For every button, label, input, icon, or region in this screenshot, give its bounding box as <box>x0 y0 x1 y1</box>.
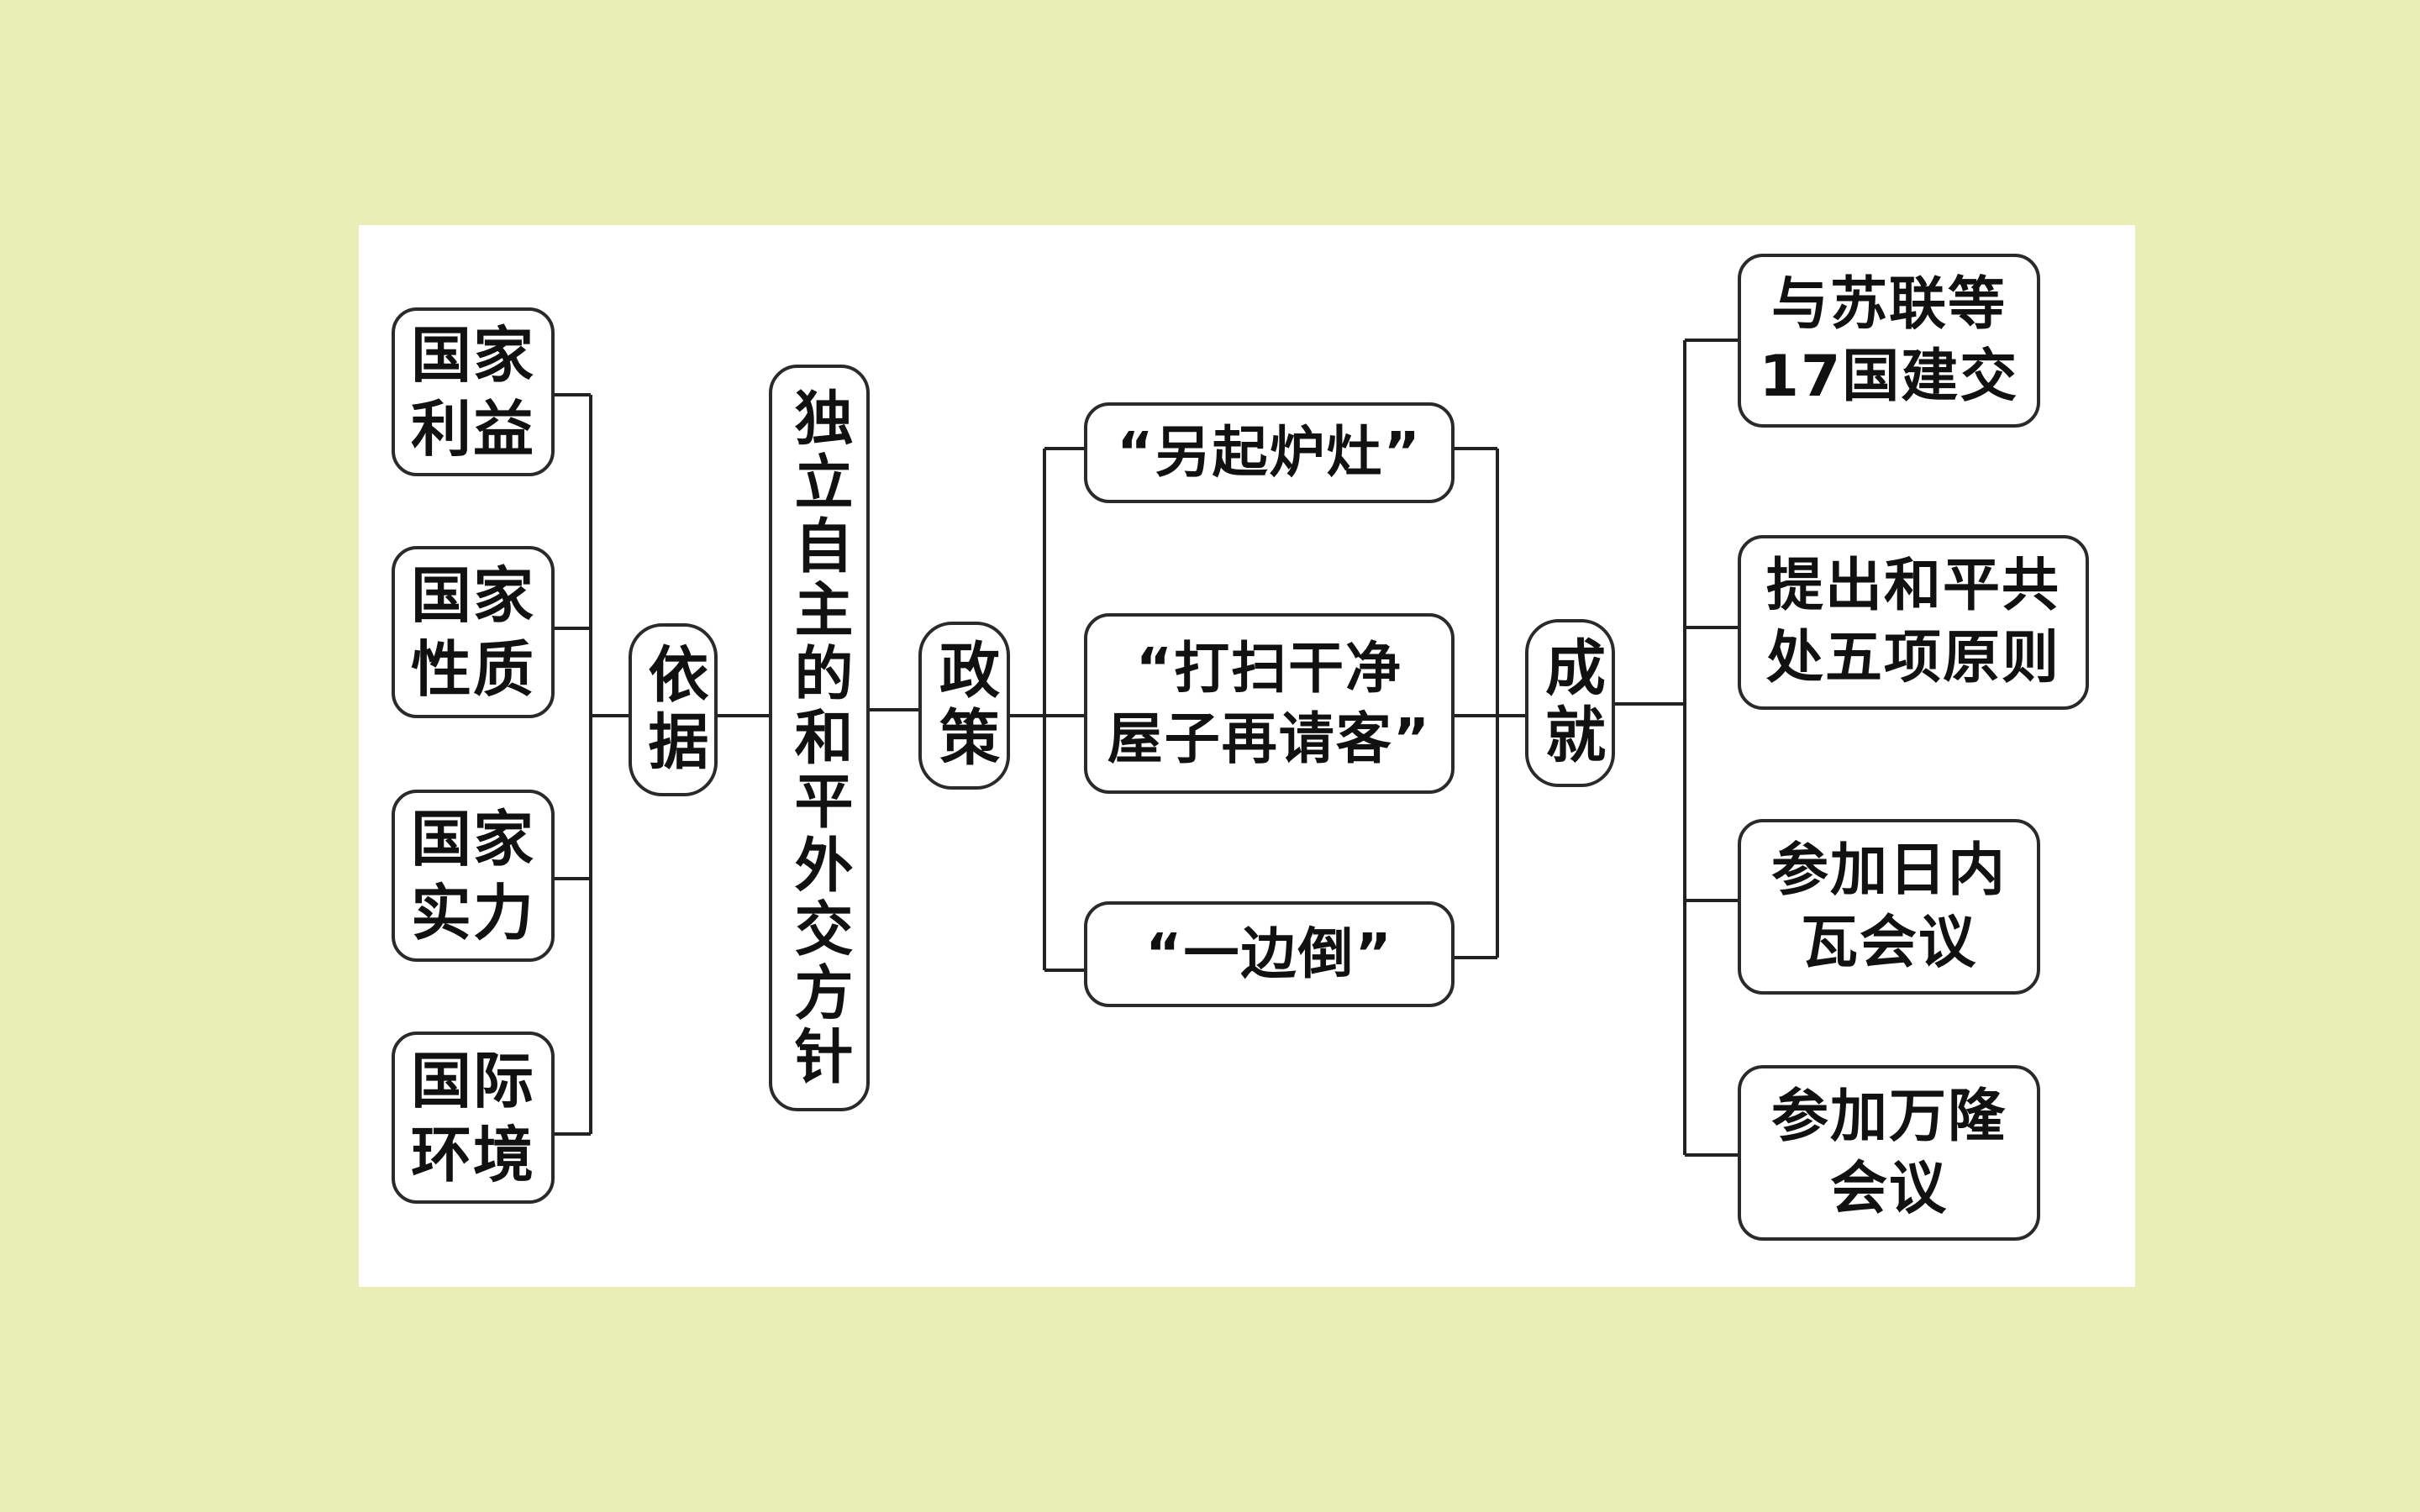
factor-4-line2: 环境 <box>410 1119 535 1190</box>
factor-box-international-environment: 国际环境 <box>392 1032 555 1204</box>
factor-box-national-interest: 国家利益 <box>392 307 555 476</box>
achievement-2-line2: 处五项原则 <box>1765 625 2060 691</box>
policy-label: 政策 <box>929 638 1000 773</box>
policy-2-line2: 屋子再请客” <box>1107 706 1432 771</box>
factor-3-line1: 国家 <box>410 803 535 874</box>
policy-box-clean-house: “打扫干净屋子再请客” <box>1084 613 1455 794</box>
policy-title: 独立自主的和平外交方针 <box>785 386 854 1089</box>
policy-box-new-start: “另起炉灶” <box>1084 402 1455 503</box>
basis-label: 依据 <box>638 643 708 777</box>
policy-3-line1: “一边倒” <box>1145 921 1393 986</box>
factor-box-national-nature: 国家性质 <box>392 546 555 718</box>
achievement-3-line1: 参加日内 <box>1770 837 2007 904</box>
achievement-1-line2: 17国建交 <box>1759 343 2019 410</box>
achievement-box-five-principles: 提出和平共处五项原则 <box>1738 535 2089 710</box>
policy-2-line1: “打扫干净 <box>1135 635 1403 701</box>
policy-1-line1: “另起炉灶” <box>1117 420 1422 485</box>
policy-label-box: 政策 <box>918 622 1010 790</box>
policy-title-box: 独立自主的和平外交方针 <box>769 365 870 1111</box>
achievement-4-line1: 参加万隆 <box>1770 1083 2007 1150</box>
factor-2-line2: 性质 <box>410 633 535 705</box>
factor-1-line1: 国家 <box>410 319 535 391</box>
factor-3-line2: 实力 <box>410 877 535 948</box>
basis-label-text: 依据 <box>638 643 708 777</box>
achievement-3-line2: 瓦会议 <box>1800 909 1977 976</box>
achievement-1-line1: 与苏联等 <box>1770 270 2007 338</box>
policy-box-lean-to-one-side: “一边倒” <box>1084 901 1455 1007</box>
achievement-4-line2: 会议 <box>1829 1155 1948 1222</box>
factor-4-line1: 国际 <box>410 1045 535 1116</box>
achievement-box-geneva: 参加日内瓦会议 <box>1738 819 2040 995</box>
achievement-label: 成就 <box>1534 636 1606 770</box>
achievement-box-bandung: 参加万隆会议 <box>1738 1065 2040 1241</box>
achievement-2-line1: 提出和平共 <box>1765 553 2060 619</box>
factor-box-national-strength: 国家实力 <box>392 790 555 962</box>
factor-1-line2: 利益 <box>410 393 535 465</box>
achievement-label-box: 成就 <box>1525 619 1615 787</box>
factor-2-line1: 国家 <box>410 559 535 631</box>
basis-box: 依据 <box>629 623 718 796</box>
